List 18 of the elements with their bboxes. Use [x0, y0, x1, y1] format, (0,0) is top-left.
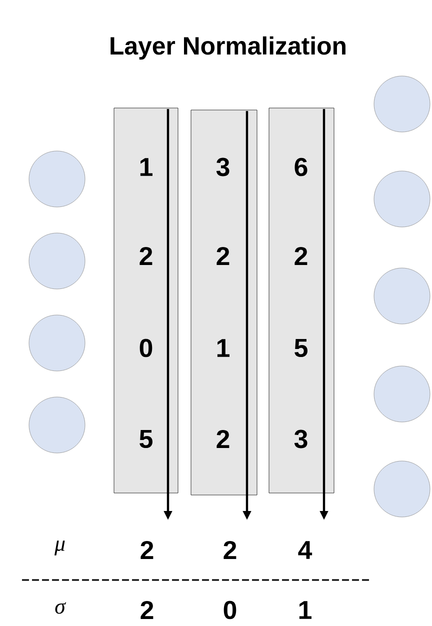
symbol: σ: [55, 602, 66, 614]
statistic-value: 4: [298, 541, 312, 559]
neuron-circle: [374, 76, 430, 132]
neuron-circle: [28, 232, 86, 290]
statistic-value: 1: [299, 601, 312, 619]
symbol: μ: [54, 540, 65, 556]
statistic-value: 2: [140, 600, 154, 620]
statistic-value: 2: [224, 540, 236, 560]
neuron-circle: [374, 366, 430, 422]
statistic-value: 0: [224, 600, 236, 620]
neuron-circle: [374, 460, 430, 518]
neuron-circle: [28, 396, 86, 454]
neuron-circle: [28, 150, 86, 208]
statistic-value: 2: [140, 540, 154, 560]
neuron-circle: [28, 314, 86, 372]
neuron-circle: [374, 268, 430, 324]
title: Layer Normalization: [110, 36, 346, 60]
neuron-circle: [374, 170, 430, 228]
